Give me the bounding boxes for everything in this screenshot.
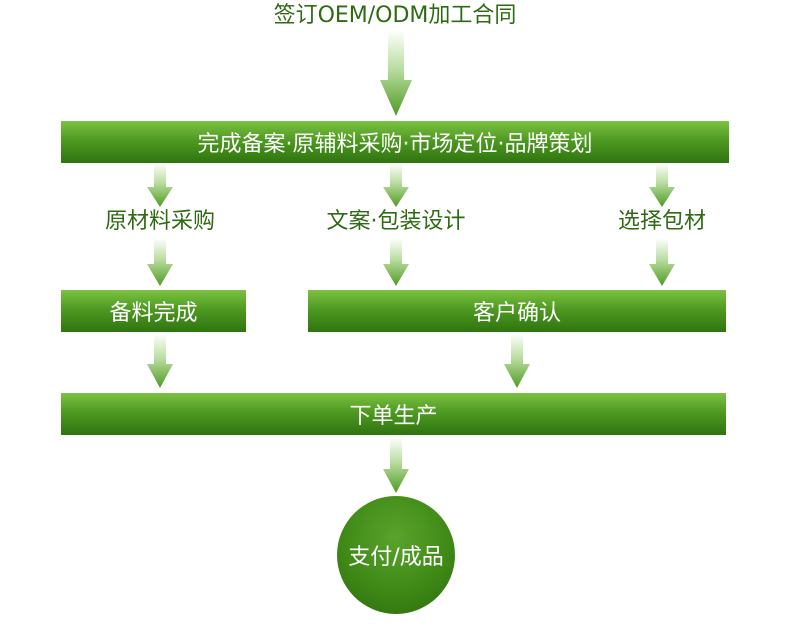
arrow-down-icon	[380, 30, 412, 116]
branch-packaging-material-label: 选择包材	[617, 209, 706, 234]
arrow-down-icon	[147, 334, 173, 388]
step-sign-contract-label: 签订OEM/ODM加工合同	[273, 3, 517, 28]
step-production-bar: 下单生产	[61, 393, 726, 435]
branch-packaging-design-label: 文案·包装设计	[326, 209, 466, 234]
step-client-confirm-bar: 客户确认	[308, 290, 726, 332]
arrow-down-icon	[383, 238, 409, 286]
branch-raw-material-label: 原材料采购	[104, 209, 215, 234]
arrow-down-icon	[649, 163, 675, 207]
arrow-down-icon	[504, 334, 530, 388]
arrow-down-icon	[147, 238, 173, 286]
step-preparation-bar: 完成备案·原辅料采购·市场定位·品牌策划	[61, 121, 729, 163]
arrow-down-icon	[383, 437, 409, 493]
step-materials-ready-bar: 备料完成	[61, 290, 246, 332]
step-payment-product-circle: 支付/成品	[337, 496, 455, 614]
arrow-down-icon	[147, 163, 173, 207]
arrow-down-icon	[383, 163, 409, 207]
arrow-down-icon	[649, 238, 675, 286]
